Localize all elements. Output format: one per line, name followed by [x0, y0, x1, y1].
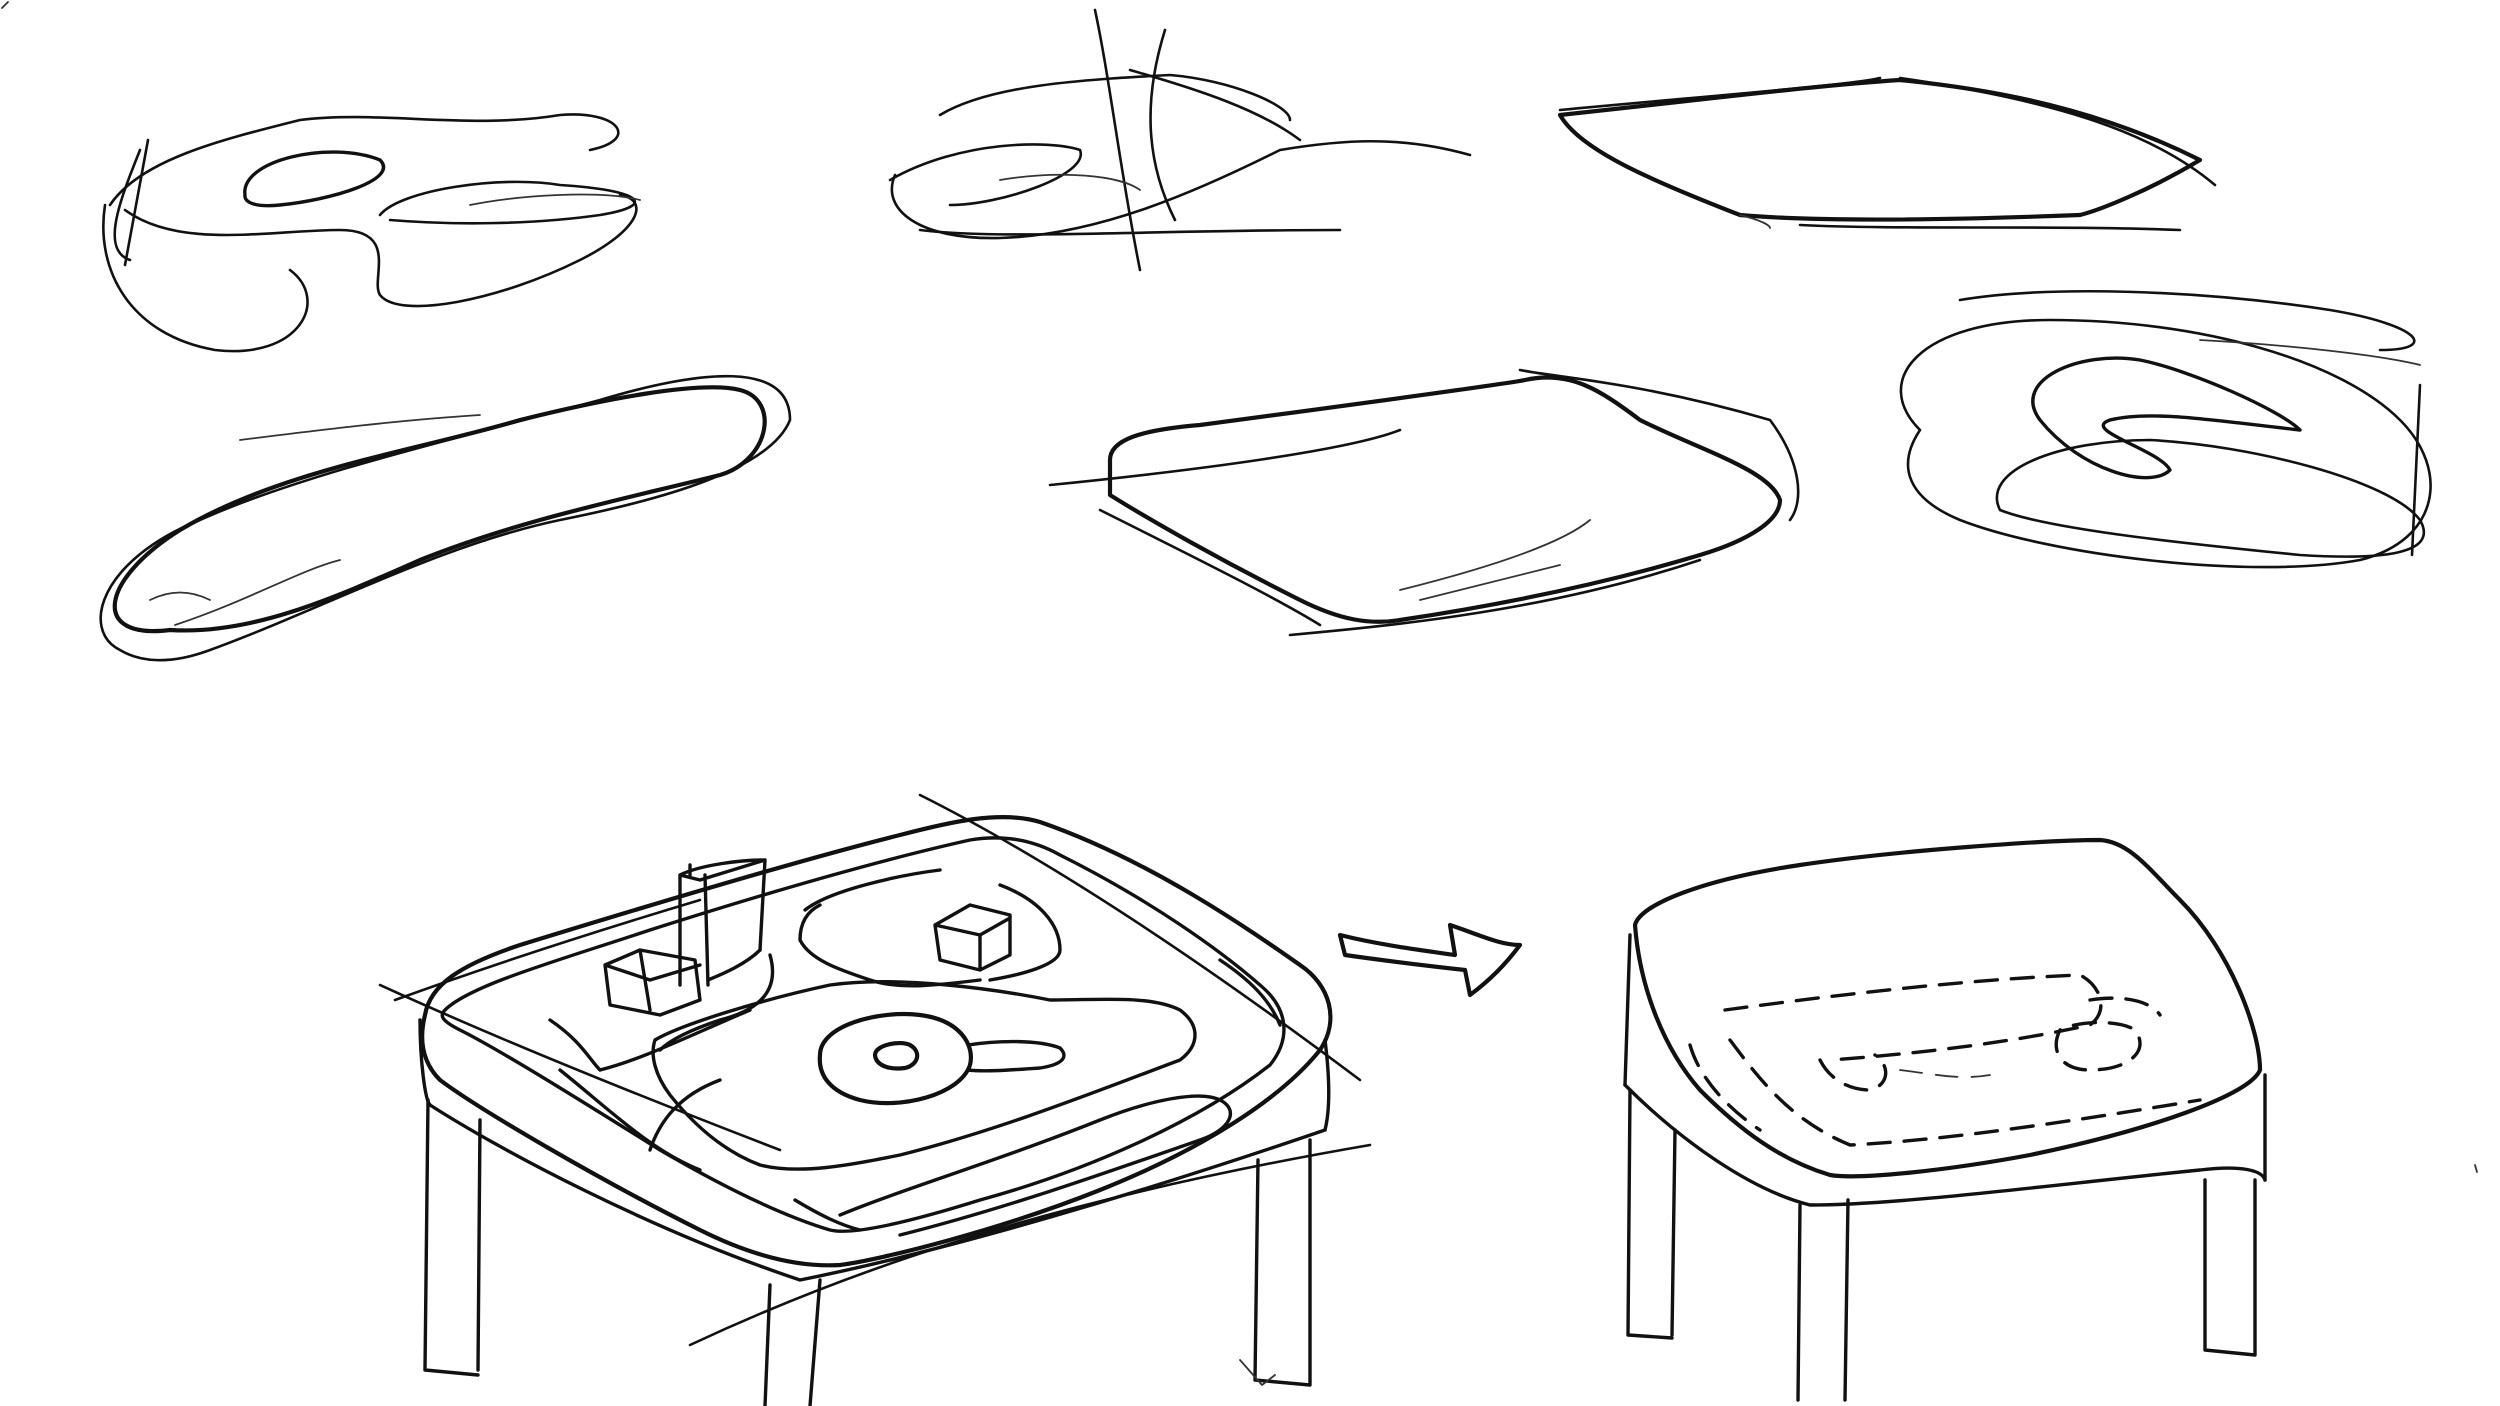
stray-mark: [2474, 1164, 2478, 1173]
transition-arrow: [1337, 922, 1523, 998]
play-table-with-tray: [378, 793, 1372, 1406]
scribble-middle-right: [1899, 289, 2432, 569]
kidney-slab-middle-left: [99, 374, 792, 662]
thin-slab-top-right: [1557, 76, 2217, 232]
square-slab-middle: [1048, 368, 1800, 637]
covered-table: [1623, 837, 2267, 1402]
scribble-top-left: [102, 113, 641, 353]
scribble-top-middle: [888, 8, 1472, 272]
stray-mark: [1, 1, 9, 9]
